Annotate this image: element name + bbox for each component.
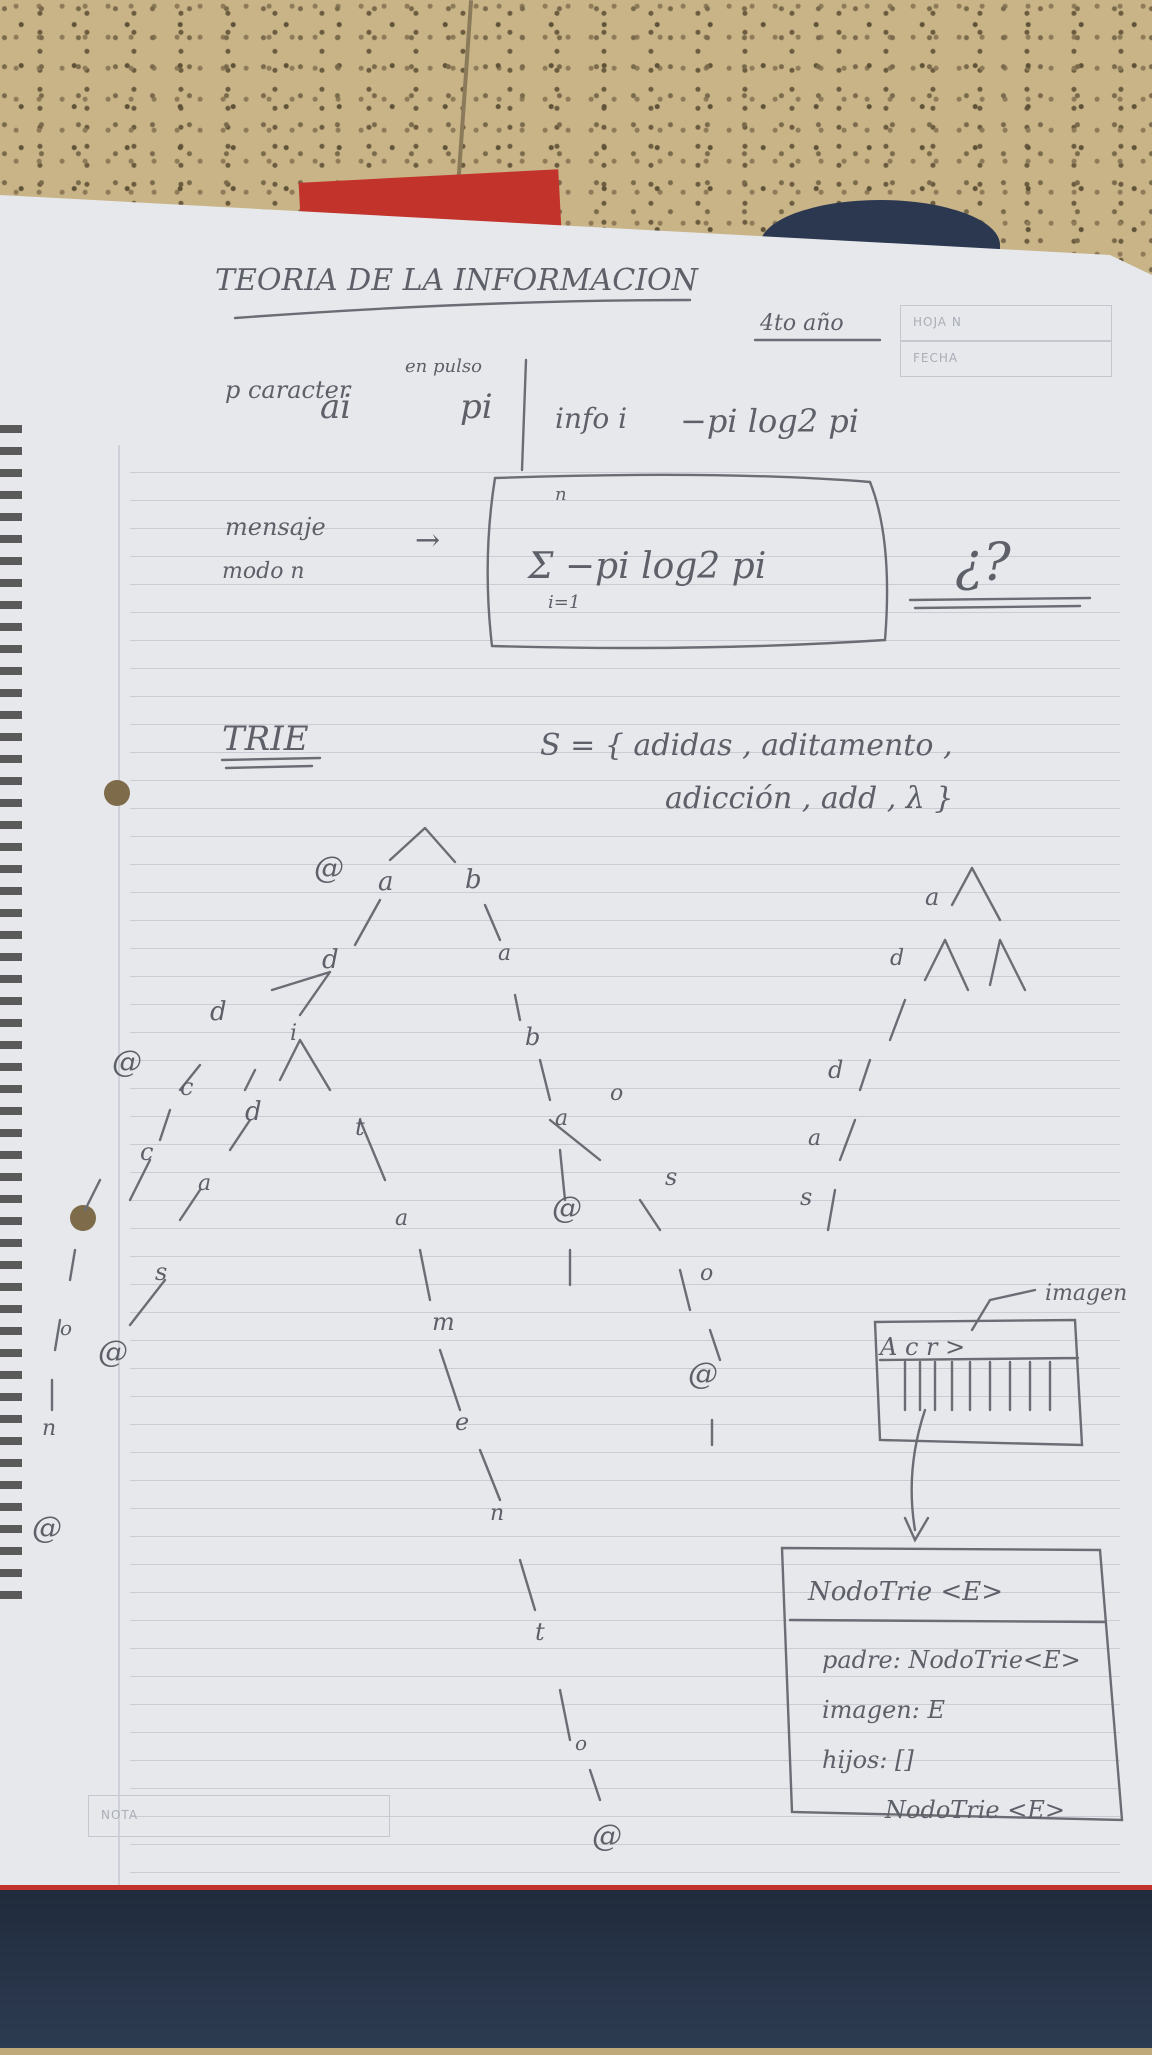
row-head-b: en pulso (405, 356, 482, 377)
svg-text:b: b (465, 865, 482, 895)
mensaje-arrow: → (415, 523, 440, 558)
hoja-box: HOJA N (900, 305, 1112, 341)
svg-text:@: @ (112, 1045, 142, 1080)
trie-diagram: a b d a d i b c d t a o c a s a s o m e … (32, 826, 722, 1854)
end-marker: @ (314, 851, 344, 886)
image-arrow (970, 1288, 1037, 1332)
svg-text:m: m (432, 1308, 455, 1336)
question-underline (908, 596, 1092, 610)
cells-box (873, 1318, 1084, 1447)
svg-text:d: d (828, 1056, 843, 1084)
fecha-label: FECHA (913, 351, 959, 365)
svg-text:i: i (290, 1021, 297, 1046)
svg-text:a: a (378, 867, 394, 897)
margin-line (118, 445, 120, 1885)
sum-bottom: i=1 (548, 592, 580, 613)
svg-text:s: s (665, 1163, 677, 1191)
trie-underline (220, 756, 322, 770)
svg-text:a: a (198, 1171, 211, 1196)
cells-ticks (903, 1360, 1052, 1412)
ruled-lines (130, 445, 1120, 1885)
title-underline (233, 298, 692, 320)
nota-label: NOTA (101, 1808, 139, 1822)
small-trie: a d d a s (800, 866, 1027, 1232)
svg-text:d: d (245, 1097, 262, 1127)
mensaje-label: mensaje (225, 513, 326, 541)
image-note: imagen (1045, 1281, 1127, 1306)
svg-text:o: o (60, 1316, 72, 1340)
svg-text:c: c (180, 1073, 193, 1101)
modo-label: modo n (222, 559, 305, 584)
svg-text:n: n (42, 1416, 56, 1441)
small-trie-branches (826, 866, 1027, 1232)
svg-text:a: a (555, 1106, 568, 1131)
node-diagram: imagen A c r > NodoTrie <E> padre: NodoT… (780, 1281, 1127, 1824)
jeans-background (0, 1880, 1152, 2048)
sum-box (486, 473, 889, 650)
svg-text:e: e (455, 1408, 469, 1436)
svg-text:a: a (498, 941, 511, 966)
question-mark: ¿? (955, 533, 1012, 593)
svg-text:t: t (535, 1618, 545, 1646)
class-box (780, 1546, 1124, 1822)
svg-text:s: s (800, 1183, 812, 1211)
svg-text:@: @ (592, 1819, 622, 1854)
svg-text:@: @ (98, 1335, 128, 1370)
info-formula: −pi log2 pi (680, 402, 859, 440)
field-padre: padre: NodoTrie<E> (822, 1646, 1081, 1674)
symbol-ai: ai (320, 387, 351, 427)
trie-branches (50, 826, 722, 1802)
svg-text:d: d (322, 945, 339, 975)
hoja-label: HOJA N (913, 315, 962, 329)
punch-hole-top (104, 780, 130, 806)
field-hijos: hijos: [] (822, 1746, 914, 1774)
punch-hole-bottom (70, 1205, 96, 1231)
svg-text:b: b (525, 1023, 540, 1051)
divider-bar (520, 358, 528, 472)
svg-text:c: c (140, 1138, 153, 1166)
svg-text:s: s (155, 1258, 167, 1286)
nota-box: NOTA (88, 1795, 390, 1837)
set-line-1: S = { adidas , aditamento , (540, 728, 953, 763)
svg-text:@: @ (688, 1357, 718, 1392)
field-imagen: imagen: E (822, 1696, 945, 1724)
svg-text:@: @ (552, 1191, 582, 1226)
cells-letters: A c r > (878, 1333, 965, 1361)
svg-text:t: t (355, 1113, 365, 1141)
page-title: TEORIA DE LA INFORMACION (215, 263, 700, 298)
sum-top: n (555, 484, 567, 505)
info-i: info i (555, 402, 627, 435)
svg-text:d: d (210, 997, 227, 1027)
row-head-a: p caracter (225, 376, 352, 404)
sum-formula: Σ −pi log2 pi (526, 546, 766, 587)
svg-text:a: a (808, 1126, 821, 1151)
node-arrow (903, 1408, 930, 1543)
svg-text:a: a (925, 883, 939, 911)
svg-text:n: n (490, 1501, 504, 1526)
symbol-pi: pi (460, 387, 493, 427)
svg-text:a: a (395, 1206, 408, 1231)
svg-text:@: @ (32, 1511, 62, 1546)
svg-text:o: o (610, 1081, 623, 1106)
spiral-binding (0, 425, 22, 1605)
set-line-2: adicción , add , λ } (665, 781, 953, 816)
svg-text:d: d (890, 946, 904, 971)
class-name: NodoTrie <E> (807, 1577, 1003, 1607)
trie-heading: TRIE (222, 719, 309, 759)
hijos-type: NodoTrie <E> (884, 1796, 1065, 1824)
fecha-box: FECHA (900, 341, 1112, 377)
year-note: 4to año (759, 311, 844, 336)
svg-text:o: o (575, 1731, 587, 1755)
svg-text:o: o (700, 1261, 713, 1286)
